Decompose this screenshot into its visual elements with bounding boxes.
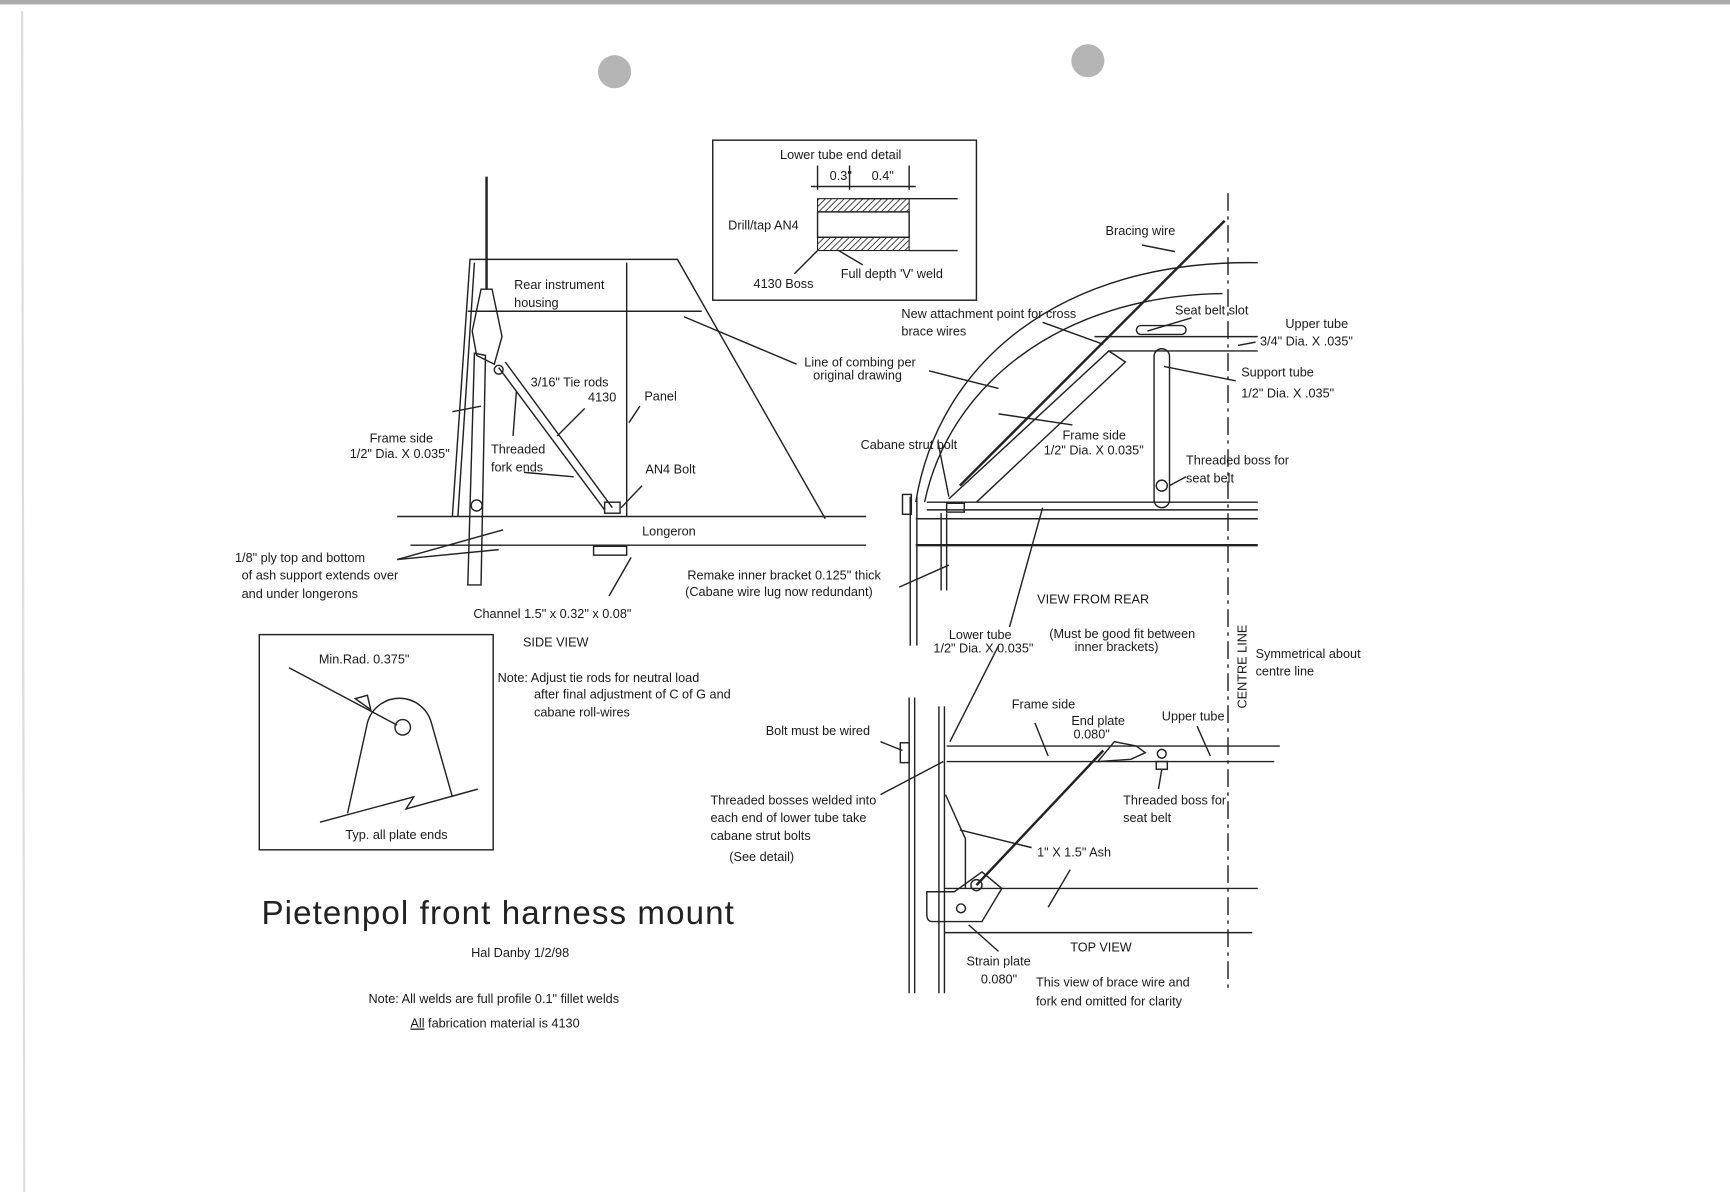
label-symmetrical: Symmetrical about [1256,647,1362,661]
label-bosses-3: cabane strut bolts [711,829,811,843]
drawing-title: Pietenpol front harness mount [261,895,734,932]
label-longeron: Longeron [642,524,696,538]
note-welds: Note: All welds are full profile 0.1" fi… [369,992,620,1006]
detail-title: Lower tube end detail [780,148,901,162]
label-remake-bracket: Remake inner bracket 0.125" thick [687,568,881,582]
label-symmetrical-2: centre line [1256,664,1315,678]
label-fit: (Must be good fit between [1049,627,1195,641]
label-typ-plate-ends: Typ. all plate ends [345,828,447,842]
label-frame-side: Frame side [370,432,433,446]
label-frame-side-top: Frame side [1012,698,1075,712]
punch-hole-left [597,55,632,89]
label-ash: 1" X 1.5" Ash [1037,845,1111,859]
label-rear-instrument: Rear instrument [514,278,605,292]
label-boss-rear: Threaded boss for [1186,454,1290,468]
plate-end-detail: Min.Rad. 0.375" Typ. all plate ends [258,633,494,851]
label-fork: Threaded [491,443,545,457]
top-view-title: TOP VIEW [1070,940,1132,954]
rear-view-title: VIEW FROM REAR [1037,593,1149,607]
note-material: All fabrication material is 4130 [410,1017,579,1031]
label-cabane-bolt: Cabane strut bolt [861,438,958,452]
boss-label: 4130 Boss [754,277,814,291]
author-date: Hal Danby 1/2/98 [471,946,569,960]
label-fork-2: fork ends [491,460,543,474]
note-tie-rods: Note: Adjust tie rods for neutral load [498,671,700,685]
view-from-rear: Bracing wire New attachment point for cr… [685,193,1362,994]
note-tie-rods-3: cabane roll-wires [534,705,630,719]
note-material-rest: fabrication material is 4130 [425,1017,580,1031]
label-bolt-wired: Bolt must be wired [766,724,870,738]
label-bosses-4: (See detail) [729,850,794,864]
label-an4-bolt: AN4 Bolt [645,462,696,476]
label-fit-2: inner brackets) [1075,640,1159,654]
label-ply-2: of ash support extends over [242,568,399,582]
label-frame-side-2: 1/2" Dia. X 0.035" [350,447,450,461]
label-new-attach: New attachment point for cross [901,307,1076,321]
drill-tap-label: Drill/tap AN4 [728,219,799,233]
label-centre-line: CENTRE LINE [1236,625,1250,709]
label-tie-rods-2: 4130 [588,391,616,405]
label-bosses: Threaded bosses welded into [711,794,877,808]
label-ply-3: and under longerons [242,587,358,601]
label-upper-tube-2: 3/4" Dia. X .035" [1260,334,1353,348]
label-boss-top: Threaded boss for [1123,794,1227,808]
punch-hole-right [1071,44,1105,78]
label-end-plate-2: 0.080" [1074,727,1110,741]
label-panel: Panel [644,390,676,404]
label-rear-instrument-2: housing [514,296,558,310]
label-omitted-2: fork end omitted for clarity [1036,994,1183,1008]
label-end-plate: End plate [1071,714,1125,728]
dim-0.3: 0.3" [830,169,852,183]
label-strain-plate: Strain plate [967,955,1031,969]
label-frame-side-rear-2: 1/2" Dia. X 0.035" [1044,444,1144,458]
side-view: Rear instrument housing 3/16" Tie rods 4… [235,176,867,719]
label-combing-2: original drawing [813,369,902,383]
label-boss-top-2: seat belt [1123,811,1171,825]
lower-tube-end-detail: Lower tube end detail 0.3" 0.4" Drill/ta… [712,139,978,301]
label-ply: 1/8" ply top and bottom [235,551,365,565]
label-upper-tube: Upper tube [1285,317,1348,331]
label-bosses-2: each end of lower tube take [711,811,867,825]
label-remake-bracket-2: (Cabane wire lug now redundant) [685,585,873,599]
label-frame-side-rear: Frame side [1062,428,1125,442]
label-boss-rear-2: seat belt [1186,471,1234,485]
label-channel: Channel 1.5" x 0.32" x 0.08" [473,607,631,621]
side-view-title: SIDE VIEW [523,636,589,650]
label-new-attach-2: brace wires [901,325,966,339]
note-tie-rods-2: after final adjustment of C of G and [534,688,731,702]
label-combing: Line of combing per [804,355,916,369]
dim-0.4: 0.4" [872,169,894,183]
weld-label: Full depth 'V' weld [841,267,943,281]
label-tie-rods: 3/16" Tie rods [531,375,609,389]
label-upper-tube-top: Upper tube [1162,710,1225,724]
label-strain-plate-2: 0.080" [981,972,1017,986]
label-omitted: This view of brace wire and [1036,976,1190,990]
label-support-tube-2: 1/2" Dia. X .035" [1241,386,1334,400]
label-bracing-wire: Bracing wire [1106,224,1176,238]
label-lower-tube: Lower tube [949,628,1012,642]
scan-top-edge [0,0,1730,5]
note-material-all: All [410,1017,424,1031]
top-view: Frame side End plate 0.080" Upper tube B… [711,645,1280,1008]
label-seat-belt-slot: Seat belt slot [1175,304,1249,318]
label-lower-tube-2: 1/2" Dia. X 0.035" [933,641,1033,655]
label-support-tube: Support tube [1241,365,1314,379]
label-min-rad: Min.Rad. 0.375" [319,652,410,666]
